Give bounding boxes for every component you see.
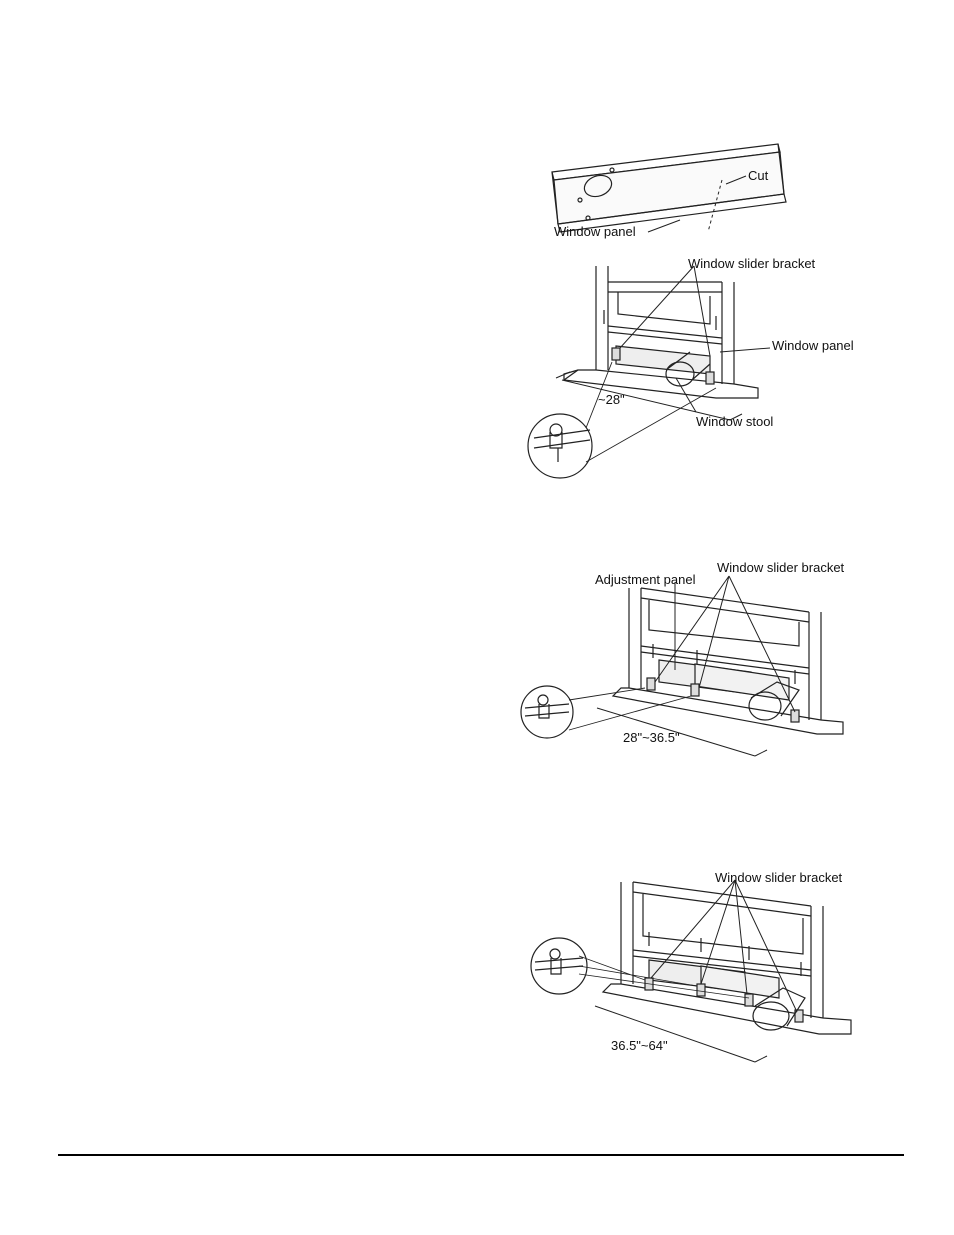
width-label-1: ~28" xyxy=(598,392,625,407)
window-panel-label-2: Window panel xyxy=(772,338,854,353)
footer-rule xyxy=(58,1154,904,1156)
window-stool-label: Window stool xyxy=(696,414,773,429)
window-panel-label: Window panel xyxy=(554,224,636,239)
bracket-label-2: Window slider bracket xyxy=(717,560,845,575)
window-install-diagram-large: Window slider bracket 36.5"~64" xyxy=(530,870,852,1063)
cut-label: Cut xyxy=(748,168,769,183)
window-install-diagram-small: Window slider bracket Window panel Windo… xyxy=(527,256,854,479)
window-install-diagram-medium: Adjustment panel Window slider bracket 2… xyxy=(520,560,845,757)
width-label-3: 36.5"~64" xyxy=(611,1038,668,1053)
adjustment-panel-label: Adjustment panel xyxy=(595,572,696,587)
bracket-label-3: Window slider bracket xyxy=(715,870,843,885)
window-panel-cut-diagram: Cut Window panel xyxy=(551,143,787,239)
bracket-label-1: Window slider bracket xyxy=(688,256,816,271)
width-label-2: 28"~36.5" xyxy=(623,730,680,745)
